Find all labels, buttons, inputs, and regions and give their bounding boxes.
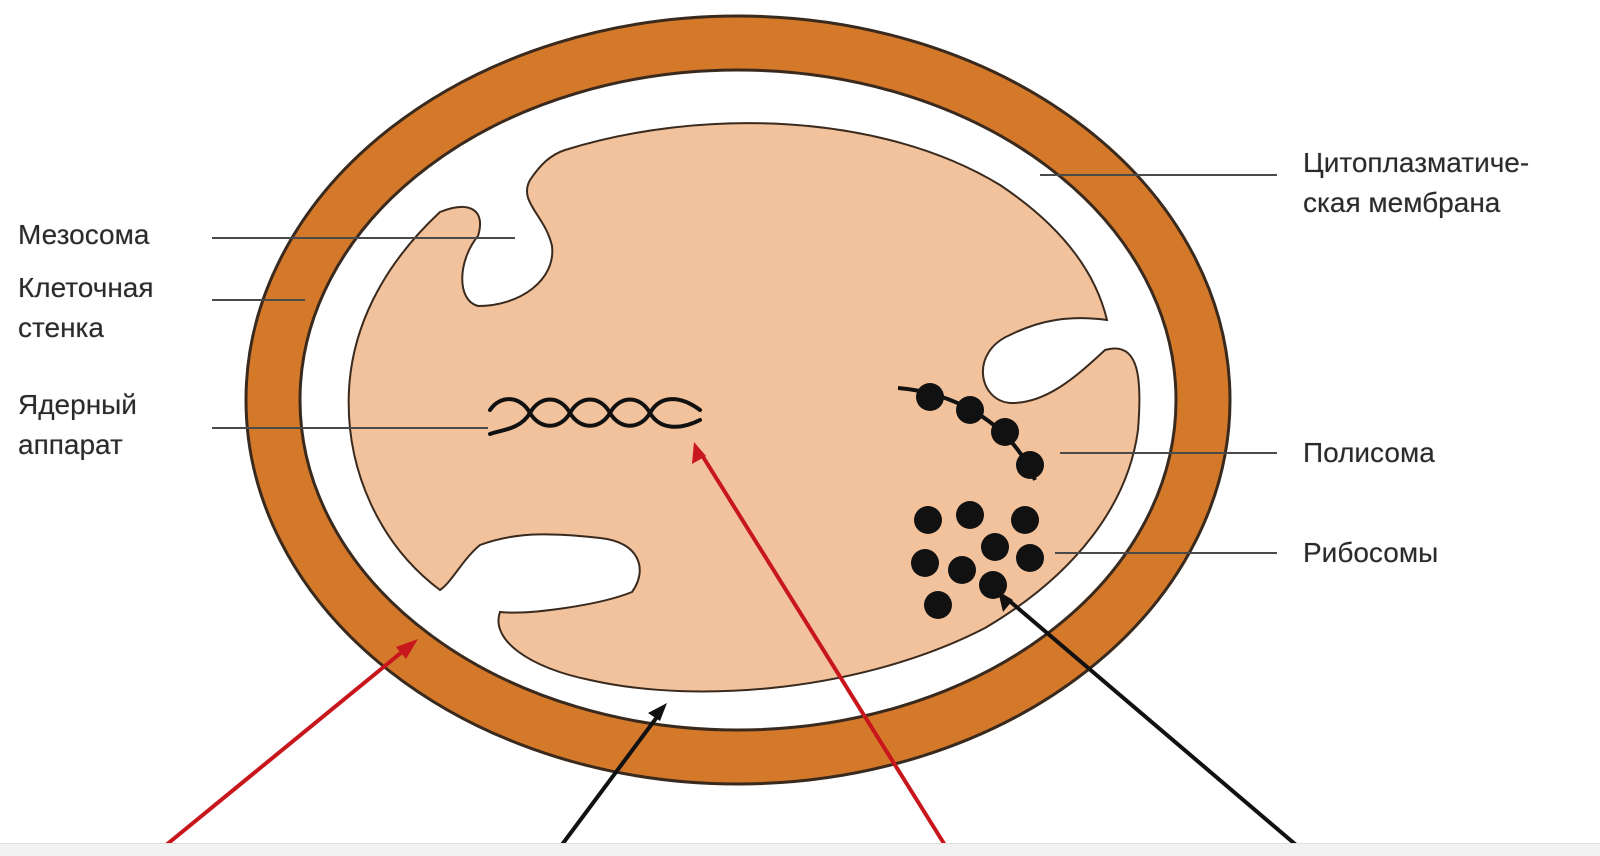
label-cell-wall-line2: стенка: [18, 308, 154, 348]
ribosome: [1011, 506, 1039, 534]
polysome-ribosome: [956, 396, 984, 424]
ribosome: [956, 501, 984, 529]
polysome-ribosome: [991, 418, 1019, 446]
ribosome: [948, 556, 976, 584]
polysome-ribosome: [1016, 451, 1044, 479]
ribosome: [981, 533, 1009, 561]
label-polysome: Полисома: [1303, 433, 1435, 473]
label-mesosome: Мезосома: [18, 215, 149, 255]
bottom-strip: [0, 843, 1600, 856]
ribosome: [911, 549, 939, 577]
ribosome: [914, 506, 942, 534]
ribosome: [1016, 544, 1044, 572]
label-cell-wall: Клеточная стенка: [18, 268, 154, 348]
label-membrane: Цитоплазматиче- ская мембрана: [1303, 143, 1529, 223]
label-nuclear-line2: аппарат: [18, 425, 137, 465]
polysome-ribosome: [916, 383, 944, 411]
label-ribosomes: Рибосомы: [1303, 533, 1438, 573]
label-membrane-line1: Цитоплазматиче-: [1303, 143, 1529, 183]
label-nuclear-line1: Ядерный: [18, 385, 137, 425]
label-cell-wall-line1: Клеточная: [18, 268, 154, 308]
label-membrane-line2: ская мембрана: [1303, 183, 1529, 223]
black-arrow-ribosomes: [1006, 598, 1302, 850]
ribosome: [924, 591, 952, 619]
label-nuclear-apparatus: Ядерный аппарат: [18, 385, 137, 465]
red-arrow-cell-wall: [160, 647, 408, 850]
